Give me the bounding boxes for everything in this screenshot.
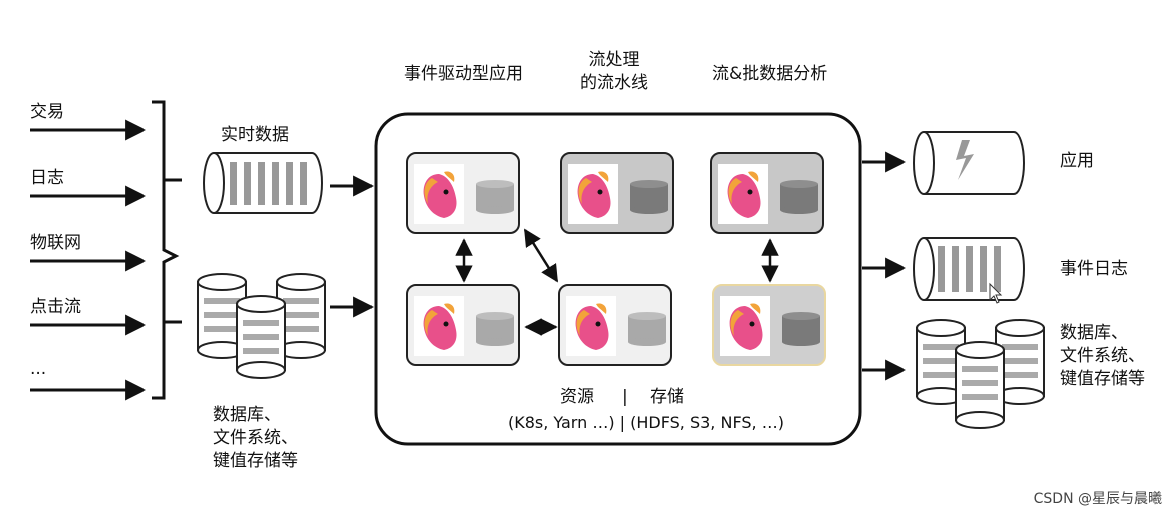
processing-node-analytics-2 [712,284,826,366]
output-storage-label: 数据库、 文件系统、 键值存储等 [1060,322,1145,391]
flink-squirrel-logo-icon [718,164,768,224]
source-label-more: ... [30,359,47,379]
flink-squirrel-logo-icon [720,296,770,356]
sources-brace [152,100,180,400]
flink-squirrel-logo-icon [566,296,616,356]
flink-squirrel-logo-icon [414,164,464,224]
source-label-transactions: 交易 [30,102,64,122]
header-stream-pipeline-line: 的流水线 [580,73,648,93]
realtime-stream-tube [203,152,323,214]
application-tube [913,131,1025,195]
flink-squirrel-logo-icon [568,164,618,224]
footer-tech-list: (K8s, Yarn …) | (HDFS, S3, NFS, …) [508,413,784,432]
state-storage-cylinder-icon [782,312,820,346]
left-storage-label-line: 键值存储等 [213,451,298,471]
output-storage-label-line: 文件系统、 [1060,346,1145,366]
watermark: CSDN @星辰与晨曦 [1033,491,1162,507]
state-storage-cylinder-icon [476,180,514,214]
footer-storage-label: 存储 [650,387,684,407]
header-stream-pipeline: 流处理 的流水线 [580,49,648,95]
processing-node-pipeline-2 [558,284,672,366]
left-database-stack [197,273,326,379]
source-label-logs: 日志 [30,168,64,188]
processing-node-analytics [710,152,824,234]
source-label-clickstream: 点击流 [30,297,81,317]
processing-node-pipeline [560,152,674,234]
footer-resources-label: 资源 [560,387,594,407]
source-arrows [30,119,147,401]
processing-node-event-driven [406,152,520,234]
realtime-data-label: 实时数据 [221,125,289,145]
output-label-application: 应用 [1060,151,1094,171]
processing-node-event-driven-2 [406,284,520,366]
left-storage-label-line: 文件系统、 [213,428,298,448]
output-label-event-log: 事件日志 [1060,259,1128,279]
right-database-stack [916,319,1045,429]
state-storage-cylinder-icon [780,180,818,214]
output-storage-label-line: 数据库、 [1060,323,1128,343]
event-log-tube [913,237,1025,301]
left-storage-label: 数据库、 文件系统、 键值存储等 [213,404,298,473]
mouse-cursor-icon [989,282,1003,304]
header-stream-batch-analytics: 流&批数据分析 [712,64,828,84]
state-storage-cylinder-icon [630,180,668,214]
header-event-driven-apps: 事件驱动型应用 [404,64,523,84]
output-storage-label-line: 键值存储等 [1060,369,1145,389]
footer-separator: | [622,387,628,407]
flink-squirrel-logo-icon [414,296,464,356]
source-label-iot: 物联网 [30,233,81,253]
state-storage-cylinder-icon [476,312,514,346]
left-storage-label-line: 数据库、 [213,405,281,425]
state-storage-cylinder-icon [628,312,666,346]
header-stream-pipeline-line: 流处理 [588,50,640,70]
